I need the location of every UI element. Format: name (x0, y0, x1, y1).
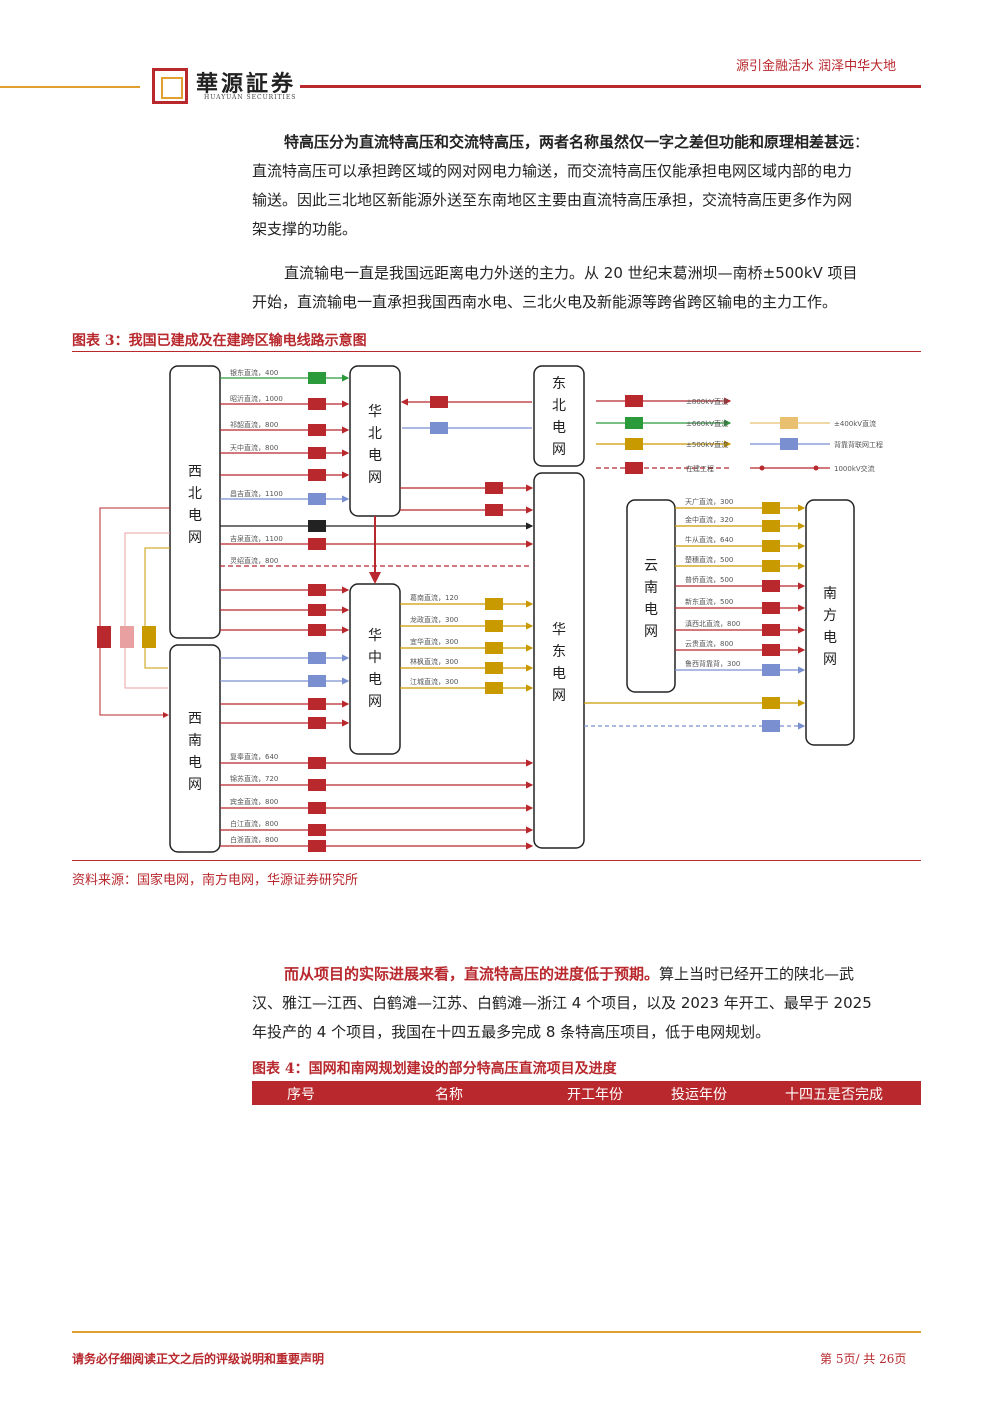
header-red-rule (300, 85, 921, 88)
yunnan-line-label: 天广直流，300 (685, 497, 733, 506)
yunnan-line-label: 金中直流，320 (685, 515, 733, 524)
footer-disclaimer: 请务必仔细阅读正文之后的评级说明和重要声明 (72, 1352, 325, 1366)
east-grid-label: 华东电网 (552, 622, 566, 704)
figure3-top-rule (72, 351, 921, 352)
south-grid-box (805, 499, 855, 746)
col-header: 名称 (435, 1087, 463, 1103)
paragraph-3: 而从项目的实际进展来看，直流特高压的进度低于预期。算上当时已经开工的陕北—武 汉… (252, 960, 922, 1047)
col-header: 投运年份 (671, 1087, 727, 1103)
nw-line-label: 昌吉直流，1100 (230, 489, 283, 498)
southwest-grid-box (169, 644, 221, 853)
para3-line2: 汉、雅江—江西、白鹤滩—江苏、白鹤滩—浙江 4 个项目，以及 2023 年开工、… (252, 994, 872, 1012)
sw-line-label: 锦苏直流，720 (230, 774, 278, 783)
footer-rule (72, 1331, 921, 1333)
yunnan-line-label: 新东直流，500 (685, 597, 733, 606)
para2-line2: 开始，直流输电一直承担我国西南水电、三北火电及新能源等跨省跨区输电的主力工作。 (252, 293, 838, 311)
northwest-grid-box (169, 365, 221, 639)
northeast-grid-box (533, 365, 585, 467)
para3-line3: 年投产的 4 个项目，我国在十四五最多完成 8 条特高压项目，低于电网规划。 (252, 1023, 771, 1041)
paragraph-2: 直流输电一直是我国远距离电力外送的主力。从 20 世纪末葛洲坝—南桥±500kV… (252, 259, 922, 317)
nw-line-label: 灵绍直流，800 (230, 556, 278, 565)
legend-label-660kv: ±660kV直流 (686, 419, 728, 428)
nw-line-label: 吉泉直流，1100 (230, 534, 283, 543)
para1-line3: 输送。因此三北地区新能源外送至东南地区主要由直流特高压承担，交流特高压更多作为网 (252, 191, 853, 209)
para1-punct: ： (854, 133, 870, 151)
central-line-label: 龙政直流，300 (410, 615, 458, 624)
logo-icon (152, 68, 188, 104)
north-grid-label: 华北电网 (368, 404, 382, 486)
para3-bold: 而从项目的实际进展来看，直流特高压的进度低于预期。 (284, 965, 660, 983)
legend-label-building: 在建工程 (686, 464, 714, 473)
sw-line-label: 复奉直流，640 (230, 752, 278, 761)
legend-label-b2b: 背靠背联网工程 (834, 440, 883, 449)
col-header: 开工年份 (567, 1087, 623, 1103)
figure4-table-header: 序号 名称 开工年份 投运年份 十四五是否完成 (252, 1081, 921, 1105)
legend-label-800kv: ±800kV直流 (686, 397, 728, 406)
para3-rest: 算上当时已经开工的陕北—武 (659, 965, 855, 983)
para2-line1: 直流输电一直是我国远距离电力外送的主力。从 20 世纪末葛洲坝—南桥±500kV… (284, 264, 858, 282)
nw-line-label: 祁韶直流，800 (230, 420, 278, 429)
col-header: 十四五是否完成 (785, 1087, 883, 1103)
legend-label-500kv: ±500kV直流 (686, 440, 728, 449)
yunnan-line-label: 鲁西背靠背，300 (685, 659, 740, 668)
northwest-grid-label: 西北电网 (188, 464, 202, 546)
legend-label-400kv: ±400kV直流 (834, 419, 876, 428)
central-grid-label: 华中电网 (368, 628, 382, 710)
figure4-title: 图表 4：国网和南网规划建设的部分特高压直流项目及进度 (252, 1061, 617, 1077)
para1-bold: 特高压分为直流特高压和交流特高压，两者名称虽然仅一字之差但功能和原理相差甚远 (284, 133, 855, 151)
sw-line-label: 白浙直流，800 (230, 835, 278, 844)
header-slogan: 源引金融活水 润泽中华大地 (736, 59, 897, 74)
footer-page-number: 第 5页/ 共 26页 (820, 1352, 907, 1366)
central-line-label: 江城直流，300 (410, 677, 458, 686)
paragraph-1: 特高压分为直流特高压和交流特高压，两者名称虽然仅一字之差但功能和原理相差甚远： … (252, 128, 922, 244)
yunnan-line-label: 普侨直流，500 (685, 575, 733, 584)
southwest-grid-label: 西南电网 (188, 711, 202, 793)
header-gold-rule (0, 86, 140, 88)
figure3-source: 资料来源：国家电网，南方电网，华源证券研究所 (72, 873, 359, 888)
east-grid-box (533, 472, 585, 849)
legend-label-1000kv-ac: 1000kV交流 (834, 464, 875, 473)
nw-line-label: 银东直流，400 (230, 368, 278, 377)
yunnan-line-label: 牛从直流，640 (685, 535, 733, 544)
yunnan-line-label: 滇西北直流，800 (685, 619, 740, 628)
sw-line-label: 白江直流，800 (230, 819, 278, 828)
figure3-bottom-rule (72, 860, 921, 861)
yunnan-grid-label: 云南电网 (644, 558, 658, 640)
northeast-grid-label: 东北电网 (552, 376, 566, 458)
para1-line2: 直流特高压可以承担跨区域的网对网电力输送，而交流特高压仅能承担电网区域内部的电力 (252, 162, 853, 180)
central-line-label: 林枫直流，300 (410, 657, 458, 666)
south-grid-label: 南方电网 (823, 586, 837, 668)
central-grid-box (349, 583, 401, 755)
para1-line4: 架支撑的功能。 (252, 220, 358, 238)
logo-text: 華源証券 (196, 71, 297, 97)
central-line-label: 宜华直流，300 (410, 637, 458, 646)
logo-subtext: HUAYUAN SECURITIES (204, 94, 297, 101)
figure3-title: 图表 3：我国已建成及在建跨区输电线路示意图 (72, 333, 367, 349)
yunnan-grid-box (626, 499, 676, 693)
nw-line-label: 昭沂直流，1000 (230, 394, 283, 403)
yunnan-line-label: 楚穗直流，500 (685, 555, 733, 564)
nw-line-label: 天中直流，800 (230, 443, 278, 452)
col-header: 序号 (287, 1087, 315, 1103)
central-line-label: 葛南直流，120 (410, 593, 458, 602)
yunnan-line-label: 云贵直流，800 (685, 639, 733, 648)
sw-line-label: 宾金直流，800 (230, 797, 278, 806)
transmission-diagram: 西北电网 西南电网 华北电网 华中电网 东北电网 华东电网 云南电网 南方电网 (97, 365, 883, 853)
